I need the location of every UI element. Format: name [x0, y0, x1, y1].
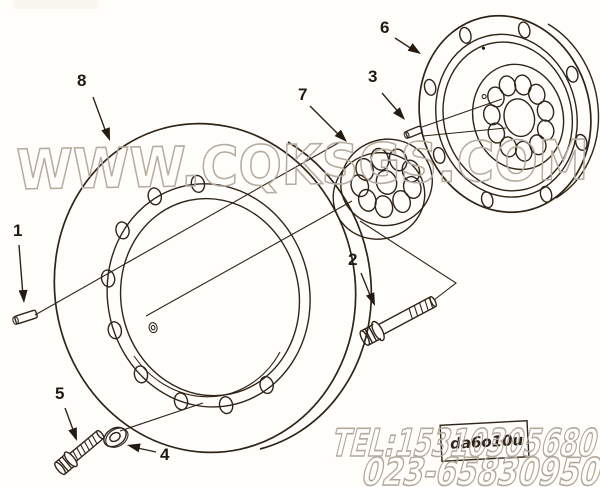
- arrow-4: [127, 443, 157, 453]
- damper-small-hole: [481, 93, 487, 100]
- callout-label-7: 7: [298, 85, 308, 104]
- damper-timing-dot: [481, 46, 486, 50]
- arrow-7: [309, 105, 347, 142]
- drawing-code-border: [439, 419, 530, 462]
- damper-hub-holes: [482, 74, 555, 162]
- damper-flange-inner: [442, 41, 574, 192]
- damper-hub-face: [471, 63, 565, 171]
- washer-drawing: [103, 426, 129, 448]
- pulley-bore-edge: [119, 197, 301, 397]
- bolt-5-drawing: [54, 429, 105, 476]
- callout-label-2: 2: [348, 250, 358, 269]
- damper-outer-edge: [418, 14, 592, 214]
- pulley-outer-edge: [53, 122, 357, 454]
- callout-label-1: 1: [13, 221, 23, 240]
- dowel-pin-1-drawing: [12, 309, 38, 325]
- damper-pulley-drawing: [53, 122, 373, 454]
- dowel-pin-3-drawing: [403, 125, 423, 139]
- plate-back-edge: [332, 152, 426, 240]
- arrow-8: [92, 96, 110, 141]
- callout-label-5: 5: [55, 384, 65, 403]
- arrow-3: [381, 92, 405, 120]
- arrow-5: [64, 407, 77, 441]
- arrow-1: [18, 244, 28, 303]
- arrow-6: [394, 37, 421, 54]
- drawing-code-box: da6o10u: [439, 419, 530, 462]
- damper-center-bore: [503, 98, 536, 138]
- pulley-bore-chamfer: [106, 183, 311, 408]
- plate-front-face: [340, 138, 433, 227]
- arrow-2: [360, 272, 375, 306]
- callout-label-4: 4: [160, 445, 170, 464]
- scan-artifact: [13, 0, 99, 9]
- contact-phone-2: 023-65830950: [358, 451, 600, 487]
- pulley-pilot-hole: [148, 322, 158, 334]
- bolt-2-drawing: [359, 296, 438, 346]
- callout-label-6: 6: [380, 18, 390, 37]
- mounting-plate-drawing: [332, 138, 433, 240]
- pulley-bore-depth: [133, 351, 281, 398]
- plate-holes: [350, 147, 422, 219]
- pulley-rim-depth: [259, 141, 373, 450]
- plate-center-hole: [375, 169, 398, 195]
- callout-label-8: 8: [77, 71, 87, 90]
- callout-label-3: 3: [368, 67, 378, 86]
- damper-flange-holes: [423, 21, 588, 209]
- callout-arrows: [18, 37, 421, 453]
- damper-drawing: [418, 14, 600, 214]
- damper-flange-edge: [434, 33, 578, 198]
- pulley-bolt-holes: [100, 174, 274, 415]
- contact-phone-1: TEL:15310305680: [328, 422, 600, 466]
- drawing-code-text: da6o10u: [450, 431, 524, 453]
- watermark-text: WWW.CQKSGS.COM: [15, 128, 589, 202]
- damper-rim-depth: [547, 23, 600, 199]
- alignment-lines: [34, 98, 507, 432]
